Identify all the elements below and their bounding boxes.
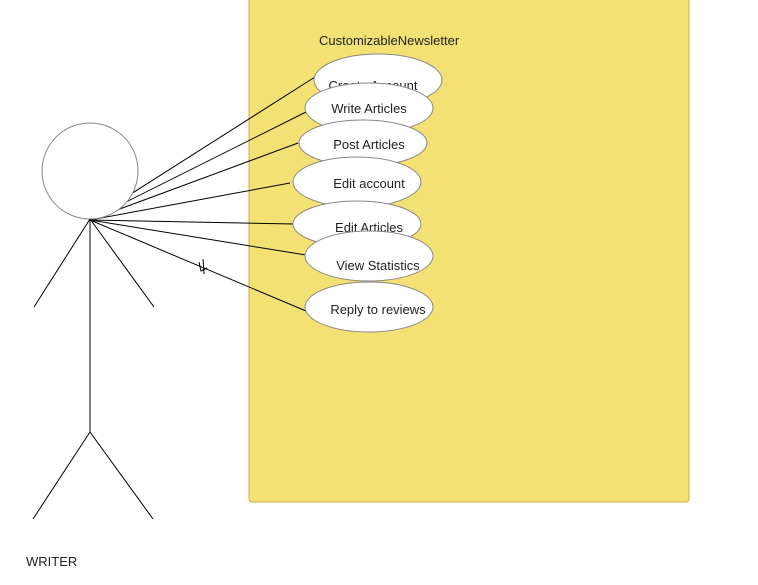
use-case-label: Post Articles: [333, 137, 405, 152]
actor-name: WRITER: [26, 554, 78, 569]
use-case-label: Edit account: [333, 176, 405, 191]
actor-head: [41, 122, 139, 220]
use-case-label: Write Articles: [331, 101, 407, 116]
association-reply-to-reviews: [89, 219, 307, 312]
stray-mark: [198, 258, 208, 275]
association-lines: [89, 76, 316, 312]
use-case-reply-to-reviews[interactable]: Reply to reviews: [304, 281, 434, 333]
use-cases: Create Account Write Articles Post Artic…: [292, 53, 443, 333]
use-case-label: View Statistics: [336, 258, 420, 273]
use-case-view-statistics[interactable]: View Statistics: [304, 230, 434, 282]
actor-right-leg: [89, 431, 154, 520]
actor-right-arm: [89, 218, 155, 308]
actor-left-arm: [33, 218, 91, 308]
actor-left-leg: [32, 431, 91, 520]
association-edit-account: [89, 182, 291, 221]
association-post-articles: [89, 142, 299, 221]
use-case-label: Edit Articles: [335, 220, 403, 235]
use-case-label: Reply to reviews: [330, 302, 426, 317]
actor-figure: [32, 122, 155, 520]
association-view-statistics: [89, 219, 307, 256]
association-edit-articles: [89, 219, 295, 225]
use-case-write-articles[interactable]: Write Articles: [304, 82, 434, 134]
use-case-post-articles[interactable]: Post Articles: [298, 119, 428, 167]
system-title: CustomizableNewsletter: [319, 33, 460, 48]
use-case-edit-account[interactable]: Edit account: [292, 156, 422, 208]
